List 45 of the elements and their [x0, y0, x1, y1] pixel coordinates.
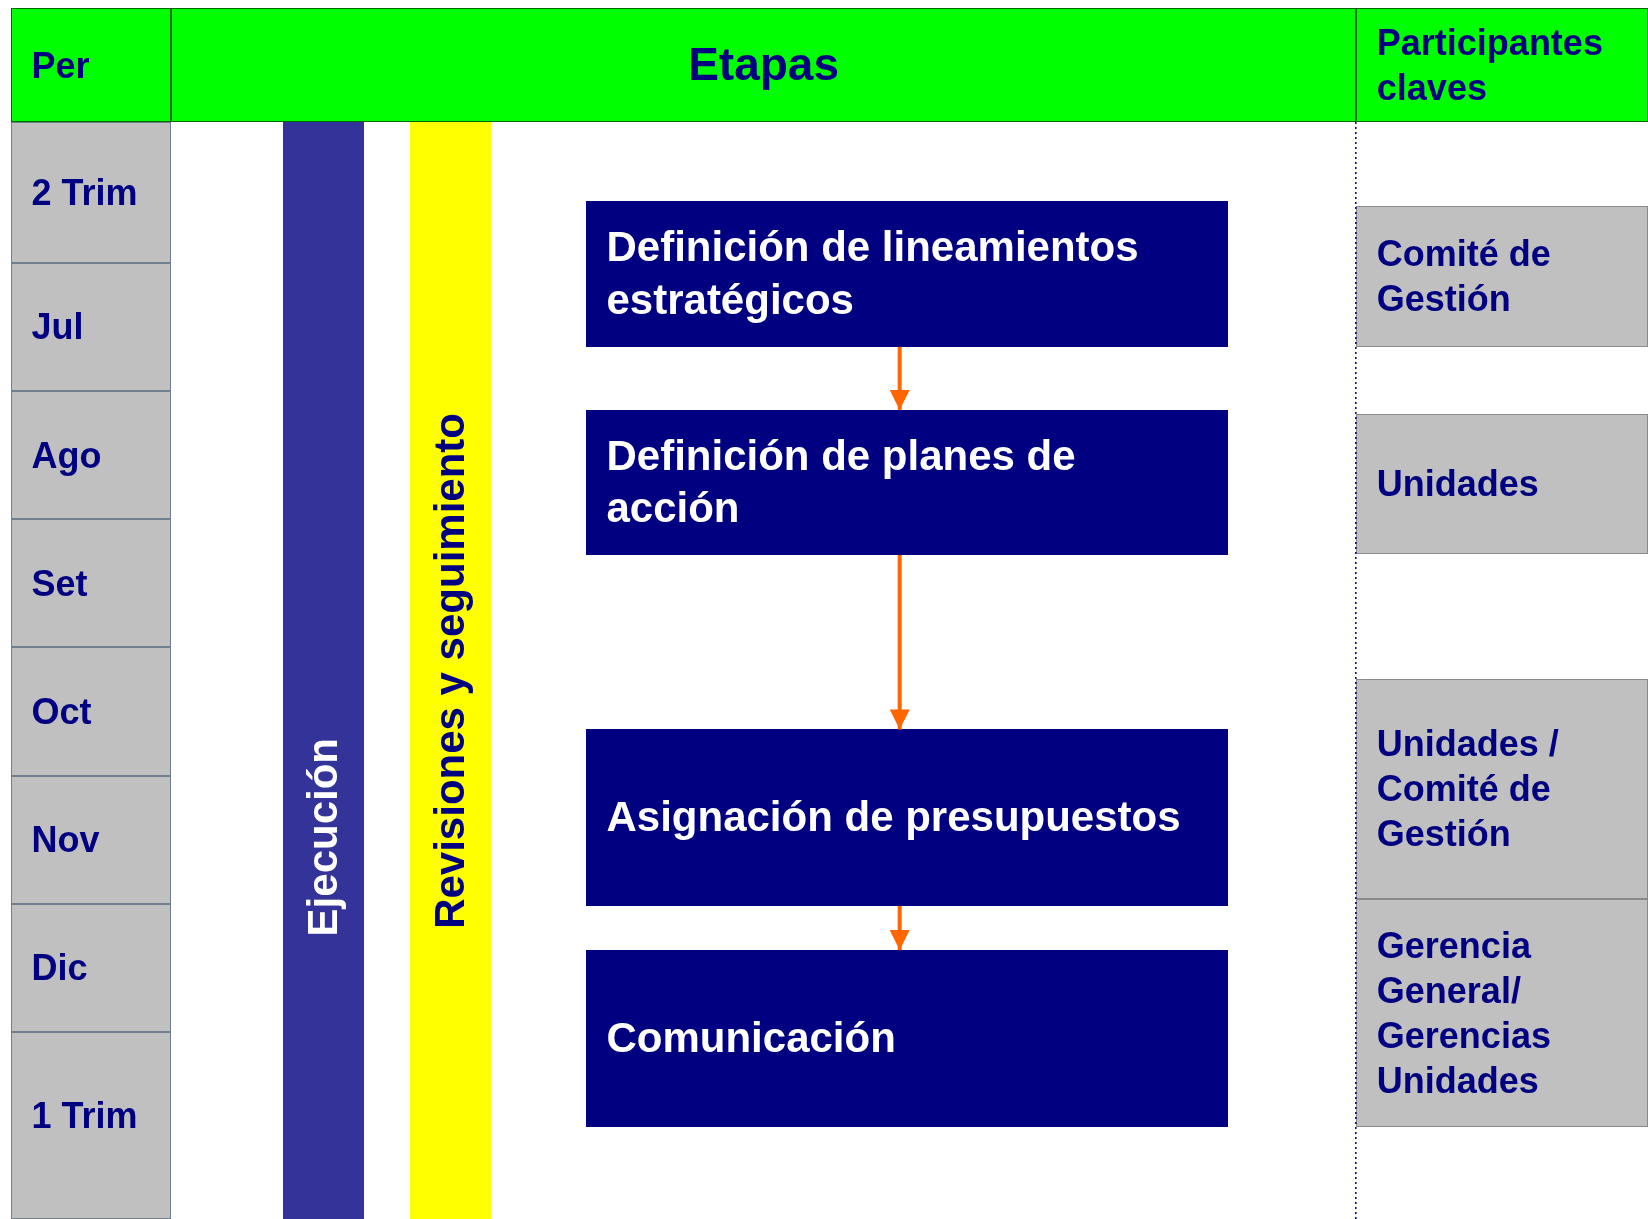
participant-label: Unidades: [1376, 462, 1539, 507]
arrow: [889, 346, 910, 410]
stage-label: Definición de planes de acción: [606, 430, 1077, 534]
stage-box: [586, 409, 1228, 555]
period-label: Jul: [31, 305, 84, 350]
period-label: Ago: [31, 433, 102, 478]
header-text: Participantes claves: [1376, 21, 1604, 111]
period-label: Dic: [31, 946, 88, 991]
period-cell: [10, 390, 172, 520]
stage-label: Definición de lineamientos estratégicos: [606, 222, 1140, 325]
period-cell: [10, 121, 172, 263]
period-cell: [10, 647, 172, 776]
participant-box: [1355, 414, 1648, 554]
header-cell: [1355, 8, 1648, 122]
header-text: Per: [31, 43, 90, 88]
timeline-bar: [282, 121, 364, 1219]
period-cell: [10, 1032, 172, 1219]
stage-label: Asignación de presupuestos: [606, 792, 1181, 843]
header-cell: [171, 8, 1356, 122]
period-label: 2 Trim: [31, 170, 138, 215]
period-label: 1 Trim: [31, 1093, 138, 1138]
participant-label: Comité de Gestión: [1376, 232, 1552, 322]
bar-label: Ejecución: [297, 737, 347, 937]
stage-label: Comunicación: [606, 1013, 896, 1064]
header-text: Etapas: [688, 37, 839, 93]
participant-label: Gerencia General/ Gerencias Unidades: [1376, 923, 1552, 1103]
period-cell: [10, 262, 172, 391]
period-cell: [10, 775, 172, 904]
participant-label: Unidades / Comité de Gestión: [1376, 722, 1560, 857]
stage-box: [586, 729, 1228, 906]
timeline-bar: [409, 121, 491, 1219]
arrow: [889, 554, 910, 730]
participant-box: [1355, 206, 1648, 347]
arrow: [889, 906, 910, 951]
stage-box: [586, 950, 1228, 1127]
header-cell: [10, 8, 172, 122]
period-label: Nov: [31, 818, 100, 863]
period-label: Set: [31, 561, 88, 606]
period-cell: [10, 519, 172, 648]
bar-label: Revisiones y seguimiento: [425, 412, 475, 929]
participant-box: [1355, 678, 1648, 899]
period-cell: [10, 903, 172, 1033]
period-label: Oct: [31, 690, 92, 735]
stage-box: [586, 200, 1228, 347]
participant-box: [1355, 898, 1648, 1127]
